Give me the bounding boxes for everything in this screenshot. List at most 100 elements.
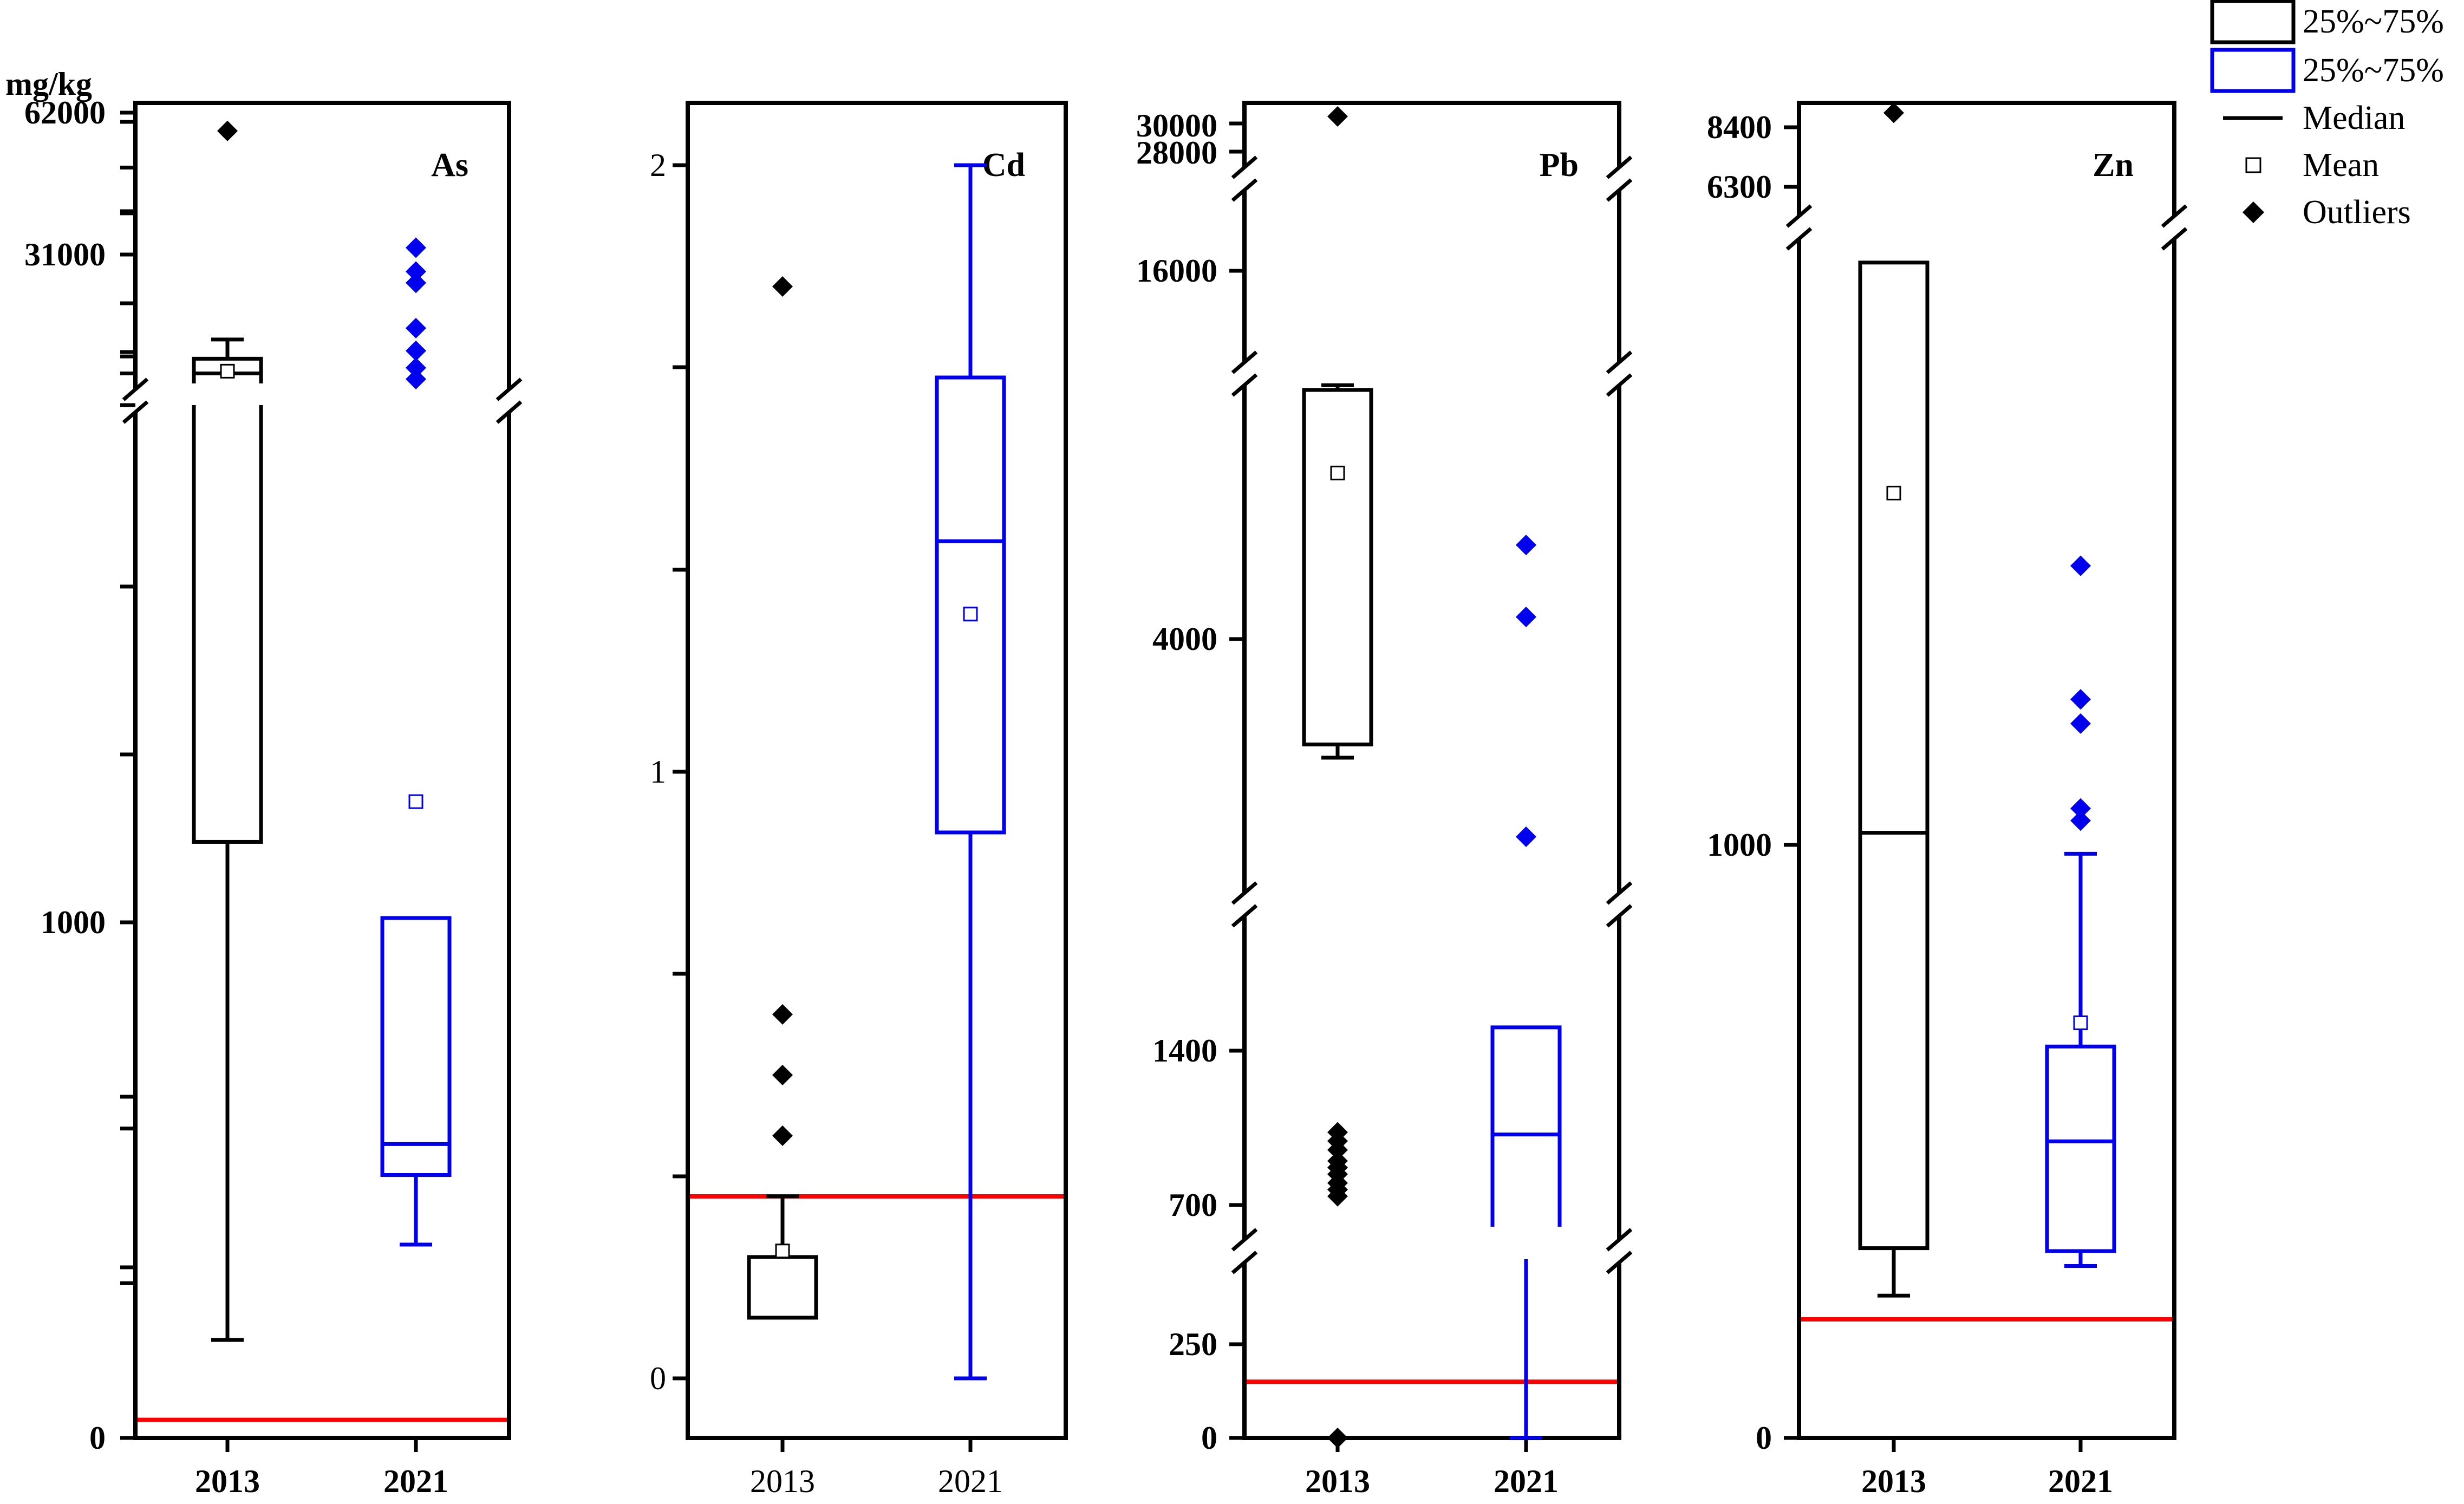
y-tick-label: 700: [1169, 1187, 1217, 1223]
y-tick-label: 1000: [41, 904, 106, 940]
iqr-box: [192, 356, 263, 844]
outlier-point: [772, 1004, 793, 1025]
outlier-point: [772, 1125, 793, 1146]
axis-break-gap: [1614, 1239, 1625, 1263]
box-2021: [380, 237, 452, 1247]
outlier-point: [1883, 102, 1904, 123]
box-break-gap: [188, 383, 266, 405]
axis-break-mark: [1606, 1251, 1633, 1274]
outlier-point: [772, 276, 793, 297]
axis-break-mark: [1231, 1228, 1258, 1252]
box-break-gap: [1487, 1227, 1565, 1259]
y-tick-label: 31000: [24, 237, 106, 272]
axis-break-mark: [1606, 881, 1633, 905]
y-tick-label: 2: [650, 147, 666, 183]
outlier-point: [2070, 810, 2091, 831]
axis-break-mark: [1606, 155, 1633, 179]
panel-title: Cd: [982, 147, 1025, 184]
outlier-point: [406, 317, 426, 338]
axis-break-mark: [1231, 178, 1258, 202]
y-tick-label: 16000: [1136, 253, 1217, 289]
x-tick-label: 2013: [195, 1463, 260, 1499]
y-tick-label: 0: [1756, 1420, 1772, 1456]
outlier-point: [406, 237, 426, 258]
x-tick-label: 2021: [2048, 1463, 2113, 1499]
x-tick-label: 2013: [750, 1463, 815, 1499]
axis-break-mark: [1606, 1228, 1633, 1252]
axis-break-gap: [1239, 1239, 1250, 1263]
axis-break-mark: [1231, 350, 1258, 374]
axis-break-mark: [2161, 227, 2188, 251]
legend-item: 25%~75%: [2210, 48, 2444, 93]
axis-break-gap: [1239, 167, 1250, 191]
axis-break-gap: [1239, 893, 1250, 916]
y-tick-label: 28000: [1136, 135, 1217, 171]
mean-marker: [1330, 465, 1345, 480]
y-tick-label: 1000: [1707, 827, 1772, 863]
legend-item: Mean: [2245, 147, 2379, 184]
panel-cd: 2 1 0 2013 2021 Cd: [650, 101, 1068, 1499]
outlier-point: [2070, 798, 2091, 819]
outlier-point: [406, 272, 426, 294]
plot-frame: [1242, 101, 1621, 1440]
panel-title: As: [431, 147, 468, 184]
outlier-point: [406, 261, 426, 282]
y-tick-label: 8400: [1707, 109, 1772, 145]
axis-break-mark: [1785, 204, 1813, 228]
x-tick-label: 2021: [1494, 1463, 1559, 1499]
axis-break-mark: [1785, 227, 1813, 251]
plot-frame: [686, 101, 1068, 1440]
outlier-point: [1516, 535, 1536, 556]
y-tick-label: 30000: [1136, 108, 1217, 144]
iqr-box: [747, 1255, 818, 1320]
legend-label: Median: [2303, 100, 2405, 136]
x-tick-label: 2013: [1305, 1463, 1370, 1499]
iqr-box: [1302, 388, 1373, 747]
mean-marker: [775, 1243, 790, 1259]
outlier-point: [2070, 555, 2091, 576]
axis-break-gap: [1239, 362, 1250, 386]
mean-marker: [408, 794, 423, 809]
axis-break-mark: [1231, 373, 1258, 397]
box-2013: [1302, 106, 1373, 1448]
outlier-point: [1516, 607, 1536, 628]
box-break-gap: [1855, 219, 1933, 246]
legend-box-swatch: [2210, 0, 2296, 44]
legend-label: Outliers: [2303, 194, 2411, 231]
y-tick-label: 1400: [1152, 1033, 1217, 1069]
box-2013: [1858, 102, 1930, 1298]
mean-marker: [220, 363, 235, 379]
axis-break-mark: [1606, 904, 1633, 928]
axis-break-mark: [496, 377, 523, 401]
axis-break-mark: [1606, 178, 1633, 202]
iqr-box: [935, 375, 1006, 835]
box-2021: [935, 163, 1006, 1381]
x-tick-label: 2021: [383, 1463, 448, 1499]
axis-break-mark: [2161, 204, 2188, 228]
panel-title: Zn: [2093, 147, 2134, 184]
axis-break-mark: [122, 377, 149, 401]
y-tick-label: 0: [89, 1420, 106, 1456]
legend-item: Median: [2223, 100, 2405, 136]
y-tick-label: 1: [650, 754, 666, 790]
outlier-point: [406, 369, 426, 389]
axis-break-mark: [1231, 881, 1258, 905]
box-2013: [747, 276, 818, 1320]
iqr-box: [2045, 1044, 2116, 1253]
axis-break-gap: [1614, 167, 1625, 191]
y-tick-label: 0: [1201, 1420, 1217, 1456]
unit-label: mg/kg: [5, 66, 92, 102]
iqr-box: [380, 916, 452, 1177]
y-tick-label: 250: [1169, 1326, 1217, 1362]
y-tick-label: 0: [650, 1360, 666, 1396]
x-tick-label: 2021: [938, 1463, 1003, 1499]
legend-box-swatch: [2210, 48, 2296, 93]
axis-break-gap: [1794, 216, 1804, 239]
iqr-box: [1858, 261, 1930, 1251]
box-2013: [192, 120, 263, 1342]
outlier-point: [1327, 1150, 1348, 1171]
